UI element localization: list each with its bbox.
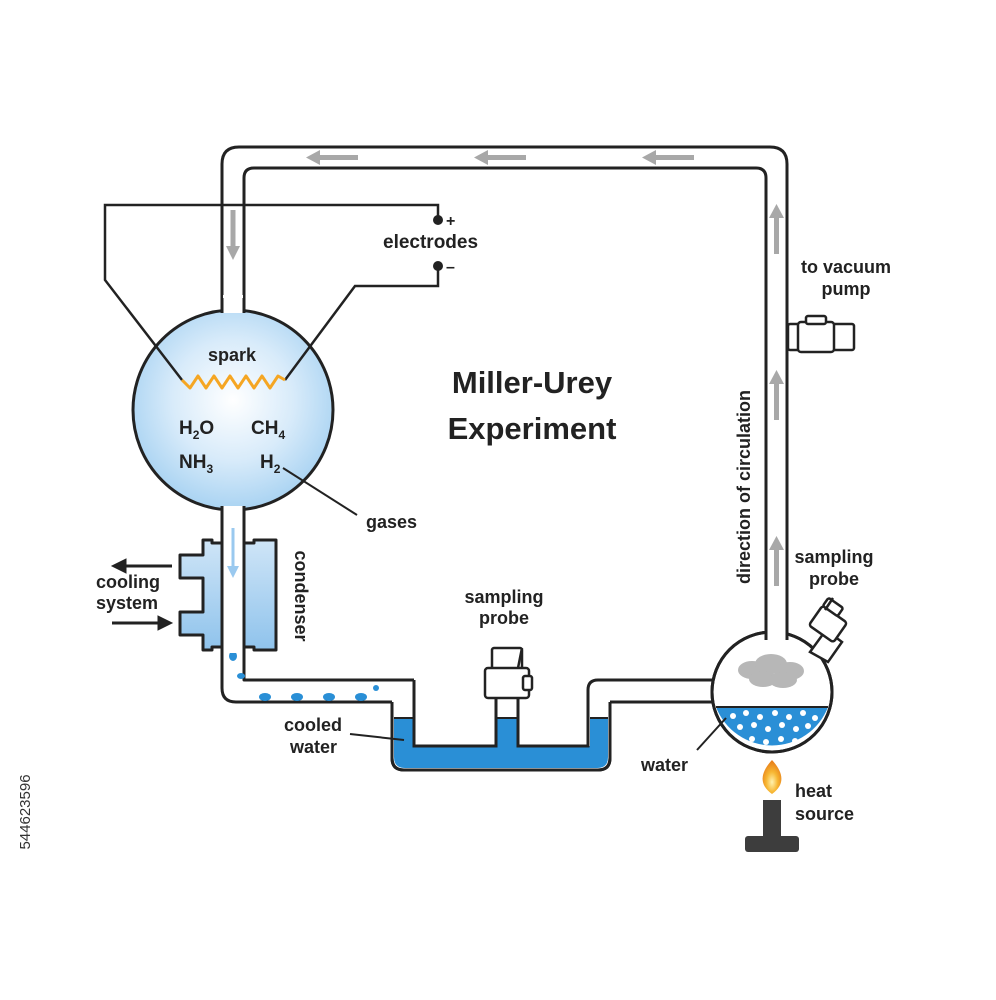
stock-id-watermark: 544623596 [17, 774, 34, 849]
boiling-flask [710, 597, 848, 754]
cooled-water-pointer [349, 733, 405, 741]
heat-source [745, 760, 799, 852]
methane-formula: CH4 [251, 418, 285, 442]
water-label: water [640, 755, 688, 775]
plus-sign: + [446, 213, 455, 230]
title-line-2: Experiment [448, 411, 617, 446]
sampling-probe-mid-line-2: probe [479, 608, 529, 628]
cooled-water-label-line-1: cooled [284, 715, 342, 735]
minus-sign: – [446, 259, 455, 276]
electrode-positive-terminal [433, 215, 443, 225]
flow-arrows [226, 150, 784, 586]
condenser [178, 528, 278, 653]
sampling-probe-mid-line-1: sampling [464, 587, 543, 607]
heat-source-label-line-1: heat [795, 781, 832, 801]
condenser-label: condenser [291, 550, 311, 641]
vacuum-valve [786, 314, 856, 354]
hydrogen-formula: H2 [260, 452, 281, 476]
sampling-probe-right-line-1: sampling [794, 547, 873, 567]
water-formula: H2O [179, 418, 214, 442]
direction-label: direction of circulation [734, 390, 754, 584]
vacuum-label-line-1: to vacuum [801, 257, 891, 277]
cooling-arrows [110, 558, 174, 631]
electrodes-label: electrodes [383, 232, 478, 253]
middle-sampling-probe [483, 646, 534, 700]
water-pointer [696, 717, 727, 751]
spark-label: spark [208, 345, 257, 365]
cooling-label-line-2: system [96, 593, 158, 613]
sampling-probe-right-line-2: probe [809, 569, 859, 589]
gases-label: gases [366, 512, 417, 532]
vacuum-label-line-2: pump [822, 279, 871, 299]
electrode-negative-terminal [433, 261, 443, 271]
gases-pointer [282, 467, 358, 516]
cooled-water-pool [390, 680, 612, 772]
spark-zigzag [180, 374, 286, 390]
cooled-water-label-line-2: water [289, 737, 337, 757]
spark-flask [131, 295, 335, 520]
cooling-label-line-1: cooling [96, 572, 160, 592]
electrode-wires [103, 203, 440, 381]
title-line-1: Miller-Urey [452, 365, 613, 400]
ammonia-formula: NH3 [179, 452, 213, 476]
heat-source-label-line-2: source [795, 804, 854, 824]
